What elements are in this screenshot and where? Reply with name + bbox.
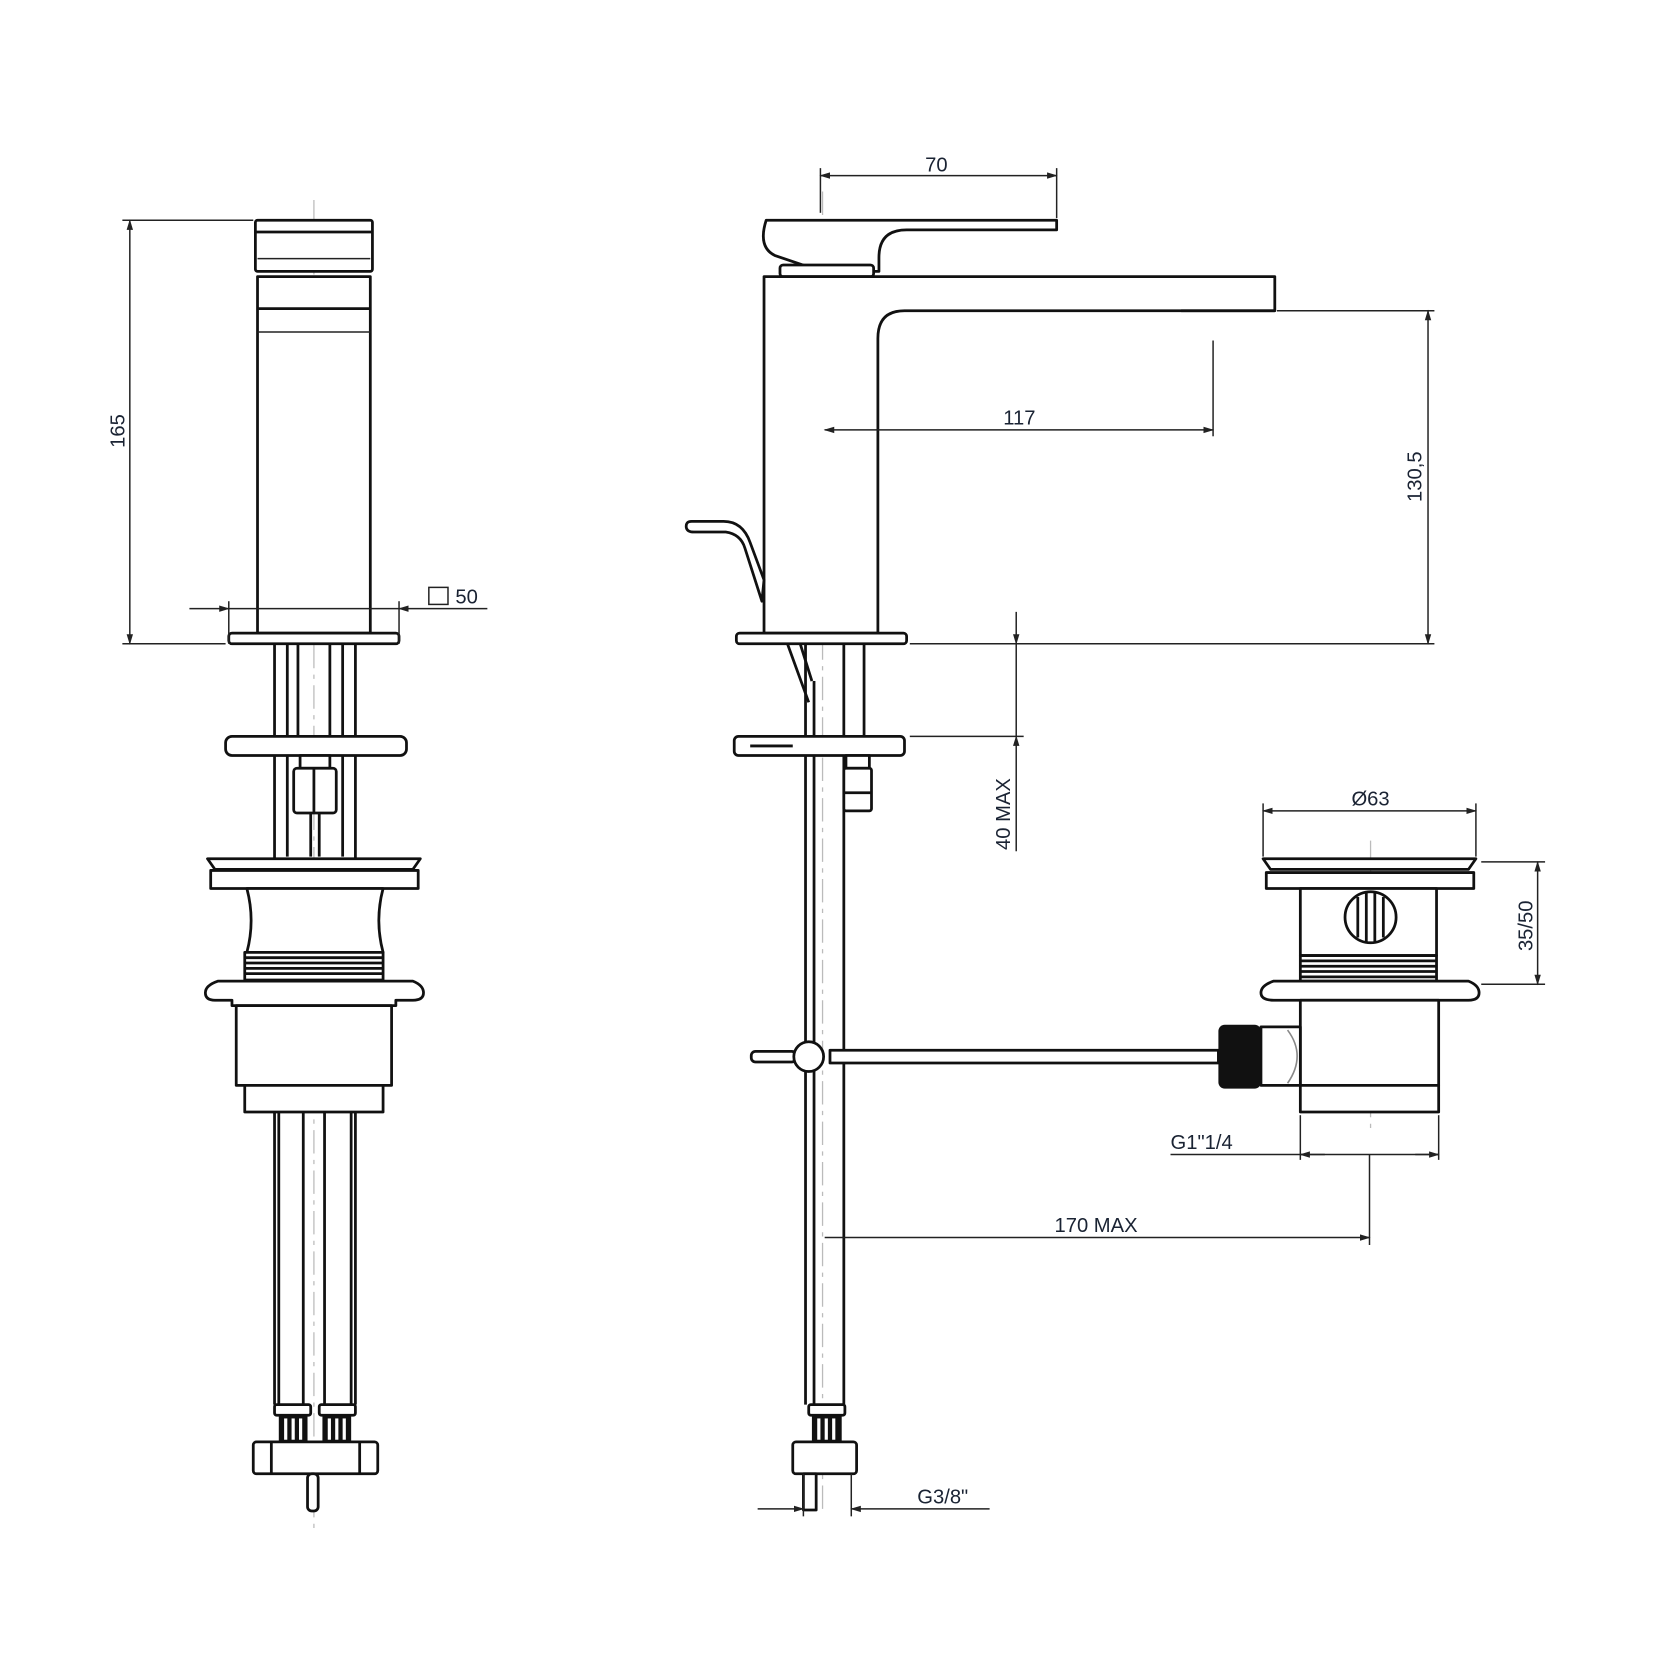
pivot-ball [792, 1040, 825, 1073]
waste-height-label: 35/50 [1515, 900, 1537, 951]
dimension-waste-thread: G1"1/4 [1171, 1115, 1440, 1160]
side-lever-handle [761, 218, 1059, 273]
dimension-waste-diameter: Ø63 [1262, 789, 1477, 857]
dimension-height-165: 165 [108, 219, 254, 645]
front-hoses [251, 1111, 380, 1513]
side-fixing-plate [732, 734, 906, 757]
dimension-waste-height: 35/50 [1481, 860, 1546, 986]
front-popup-nut [292, 754, 338, 857]
height-165-label: 165 [108, 414, 130, 448]
dimension-spout-117: 117 [823, 340, 1215, 437]
dimension-handle-70: 70 [819, 154, 1058, 219]
rod-170max-label: 170 MAX [1054, 1215, 1138, 1237]
front-fixing-plate [224, 734, 408, 757]
supply-thread-label: G3/8" [917, 1487, 968, 1509]
waste-thread-label: G1"1/4 [1171, 1132, 1233, 1154]
overflow-connector [1218, 1024, 1302, 1089]
popup-rod-angled [786, 643, 814, 703]
deck-40max-label: 40 MAX [993, 778, 1015, 850]
handle-70-label: 70 [925, 154, 947, 176]
waste-detail: Ø63 35/50 G1"1/4 170 MAX [824, 789, 1546, 1245]
waste-slot-icon [1343, 890, 1398, 945]
front-body [256, 275, 372, 635]
side-cartridge [778, 263, 876, 279]
dimension-rod-170max: 170 MAX [824, 1154, 1371, 1245]
front-handle [254, 218, 374, 273]
popup-link-rod [749, 1040, 1220, 1073]
popup-lever [684, 520, 766, 603]
dimension-spout-height: 130,5 [909, 309, 1435, 645]
side-body-spout [762, 275, 1277, 635]
side-view: 70 117 130,5 40 MAX G3/8" [684, 154, 1435, 1517]
dimension-supply-thread: G3/8" [757, 1473, 990, 1517]
side-popup-nut [842, 754, 873, 813]
front-base-plate [227, 631, 401, 646]
spout-height-label: 130,5 [1405, 451, 1427, 502]
waste-diameter-label: Ø63 [1351, 789, 1389, 811]
side-nut [791, 1440, 858, 1476]
dimension-deck-40max: 40 MAX [909, 611, 1024, 852]
front-waste [203, 857, 425, 1114]
dimension-base-50: 50 [189, 586, 488, 644]
spout-117-label: 117 [1003, 408, 1035, 430]
base-50-label: 50 [455, 586, 477, 608]
square-symbol-icon [428, 586, 449, 606]
side-hose [791, 1403, 858, 1512]
side-base-plate [734, 631, 908, 646]
front-view: 165 50 [108, 200, 488, 1533]
thread-lines [244, 956, 384, 976]
